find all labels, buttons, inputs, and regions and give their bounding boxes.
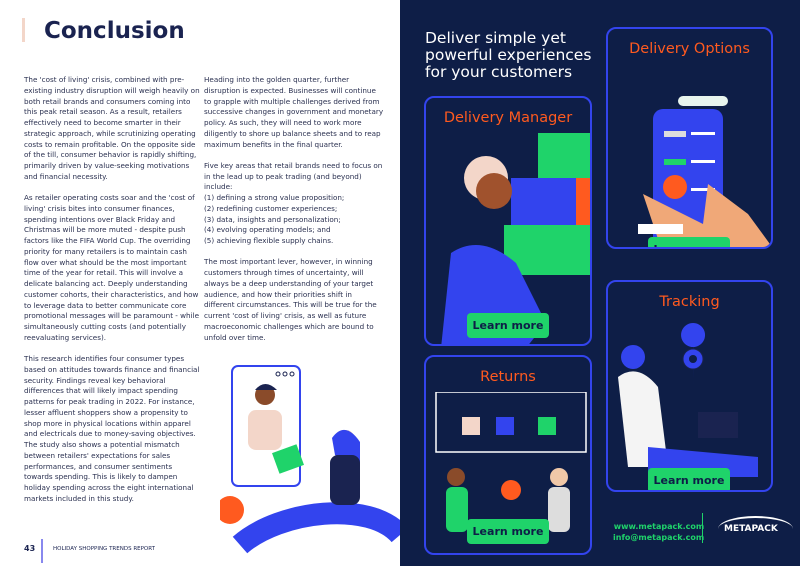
left-page: Conclusion The 'cost of living' crisis, … bbox=[22, 18, 400, 563]
right-page: Deliver simple yet powerful experiences … bbox=[400, 0, 800, 566]
list-intro: Five key areas that retail brands need t… bbox=[204, 160, 383, 192]
report-title: HOLIDAY SHOPPING TRENDS REPORT bbox=[53, 546, 156, 552]
learn-more-button[interactable]: Learn more bbox=[467, 519, 549, 544]
email-link[interactable]: info@metapack.com bbox=[613, 533, 705, 542]
card-delivery-options: Delivery Options Learn more bbox=[606, 27, 773, 249]
column-1: The 'cost of living' crisis, combined wi… bbox=[24, 75, 200, 515]
card-title: Tracking bbox=[659, 294, 720, 310]
list-item: (2) redefining customer experiences; bbox=[204, 203, 338, 213]
list-item: (3) data, insights and personalization; bbox=[204, 214, 341, 224]
paragraph: The 'cost of living' crisis, combined wi… bbox=[24, 75, 200, 181]
footer-divider bbox=[41, 539, 43, 563]
paragraph: This research identifies four consumer t… bbox=[24, 354, 200, 503]
card-title: Returns bbox=[480, 369, 536, 385]
learn-more-button[interactable]: Learn more bbox=[467, 313, 549, 338]
tracking-illustration bbox=[618, 323, 758, 477]
learn-more-button[interactable]: Learn more bbox=[648, 468, 730, 490]
list-item: (4) evolving operating models; and bbox=[204, 225, 331, 235]
handover-illustration bbox=[220, 365, 400, 554]
headline: Deliver simple yet powerful experiences … bbox=[425, 29, 592, 81]
column-2: Heading into the golden quarter, further… bbox=[204, 75, 384, 354]
paragraph: Five key areas that retail brands need t… bbox=[204, 161, 384, 247]
card-title: Delivery Options bbox=[629, 41, 750, 57]
paragraph: The most important lever, however, in wi… bbox=[204, 257, 377, 342]
learn-more-button[interactable]: Learn more bbox=[648, 237, 730, 247]
contact-info: www.metapack.com info@metapack.com bbox=[613, 521, 704, 543]
paragraph: As retailer operating costs soar and the… bbox=[24, 193, 200, 342]
delivery-manager-illustration bbox=[441, 133, 590, 344]
card-title: Delivery Manager bbox=[443, 110, 573, 126]
phone-illustration bbox=[638, 96, 771, 247]
paragraph: Heading into the golden quarter, further… bbox=[204, 75, 384, 149]
page-number: 43 bbox=[24, 544, 36, 553]
card-returns: Returns Learn more bbox=[424, 355, 592, 555]
card-tracking: Tracking Learn more bbox=[606, 280, 773, 492]
website-link[interactable]: www.metapack.com bbox=[613, 522, 705, 531]
list-item: (1) defining a strong value proposition; bbox=[204, 193, 345, 202]
logo-text: METAPACK bbox=[724, 524, 778, 534]
divider bbox=[702, 513, 703, 543]
page-title: Conclusion bbox=[44, 18, 185, 44]
accent-bar bbox=[22, 18, 25, 42]
card-delivery-manager: Delivery Manager Learn more bbox=[424, 96, 592, 346]
list-item: (5) achieving flexible supply chains. bbox=[204, 236, 334, 245]
metapack-logo: METAPACK bbox=[718, 516, 793, 542]
returns-illustration bbox=[435, 392, 587, 532]
